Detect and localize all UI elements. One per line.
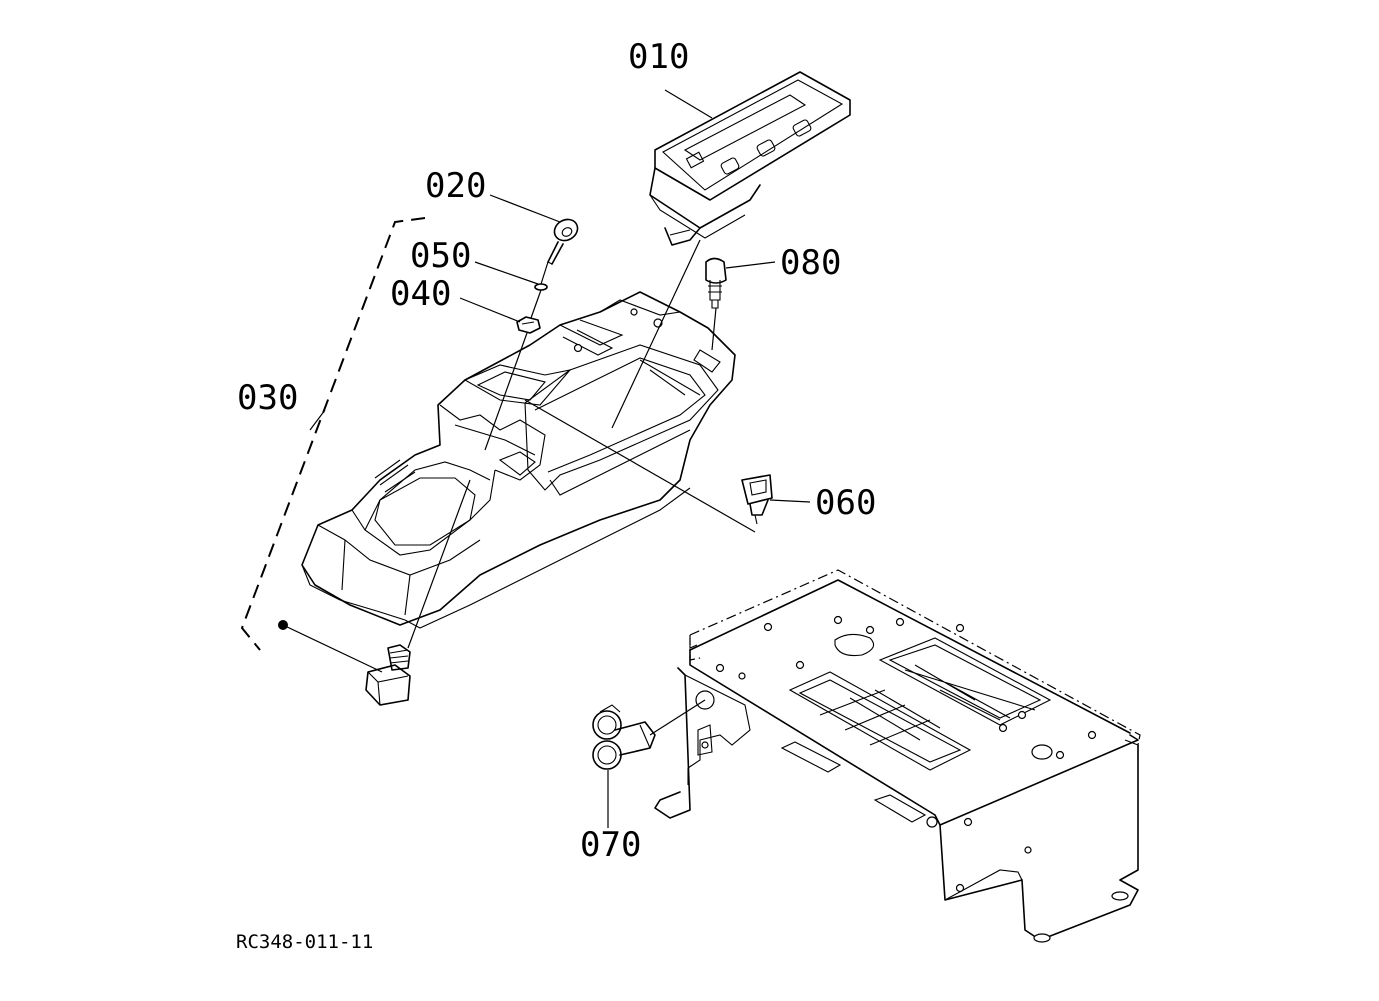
drawing-reference: RC348-011-11 xyxy=(236,931,373,953)
group-030-bracket xyxy=(240,217,426,651)
callout-040: 040 xyxy=(390,274,451,314)
part-010-meter-panel[interactable] xyxy=(649,71,851,246)
part-080-switch[interactable] xyxy=(705,257,727,309)
part-030-console[interactable] xyxy=(301,291,736,629)
part-070-power-sockets[interactable] xyxy=(592,704,656,770)
callout-020: 020 xyxy=(425,166,486,206)
callout-080: 080 xyxy=(780,243,841,283)
callout-030: 030 xyxy=(237,378,298,418)
part-030-bottom-switch[interactable] xyxy=(365,644,411,706)
part-020-key[interactable] xyxy=(547,215,581,265)
part-040-nut[interactable] xyxy=(516,316,541,334)
part-050-washer[interactable] xyxy=(534,283,548,291)
callout-060: 060 xyxy=(815,483,876,523)
callout-010: 010 xyxy=(628,37,689,77)
leader-lines xyxy=(282,89,811,828)
callout-050: 050 xyxy=(410,236,471,276)
callout-070: 070 xyxy=(580,825,641,865)
mounting-frame[interactable] xyxy=(654,569,1141,943)
part-060-socket[interactable] xyxy=(741,474,773,525)
